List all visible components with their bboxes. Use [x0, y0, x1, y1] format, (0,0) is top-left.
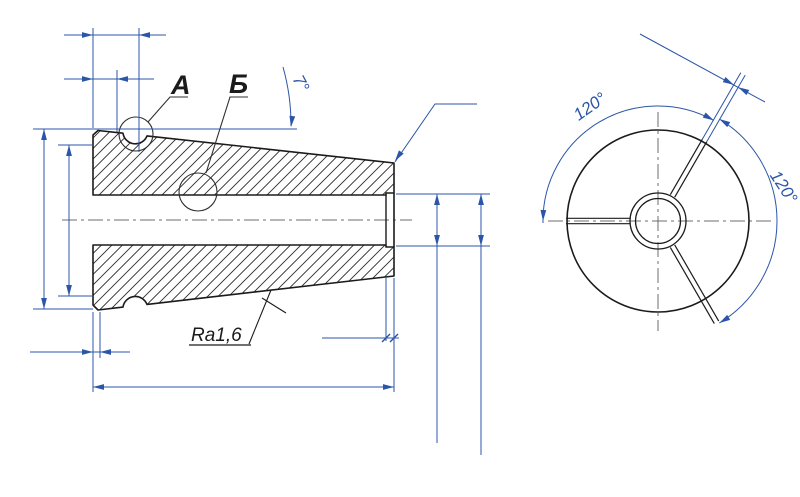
- bore-circle: [634, 197, 682, 245]
- detail-label-b: Б: [229, 69, 248, 99]
- detail-b-leader: [205, 96, 248, 174]
- angle-arc-right: [719, 118, 778, 324]
- corner-leader: [394, 103, 477, 163]
- detail-circle-a: [118, 116, 154, 152]
- end-view-arrowheads: [540, 77, 750, 326]
- upper-wall-section: [92, 129, 395, 196]
- lower-wall-section: [92, 244, 395, 311]
- side-view-arrowheads: [41, 32, 484, 390]
- slot-lines: [566, 138, 720, 324]
- roughness-check-mark: [248, 289, 287, 345]
- angle-arc-upper: [542, 105, 715, 224]
- slot-angle-label-right: 120°: [766, 167, 800, 207]
- outer-circle: [566, 129, 750, 313]
- taper-angle-label: 7°: [289, 72, 314, 95]
- side-view-dimensions: [30, 28, 490, 455]
- detail-a-leader: [147, 96, 188, 123]
- roughness-label: Ra1,6: [191, 325, 242, 346]
- ring-outer-circle: [629, 192, 687, 250]
- detail-circle-b: [178, 172, 218, 212]
- end-view: 120° 120°: [540, 33, 800, 331]
- detail-label-a: А: [170, 70, 191, 100]
- side-section-view: А Б Ra1,6: [30, 28, 490, 455]
